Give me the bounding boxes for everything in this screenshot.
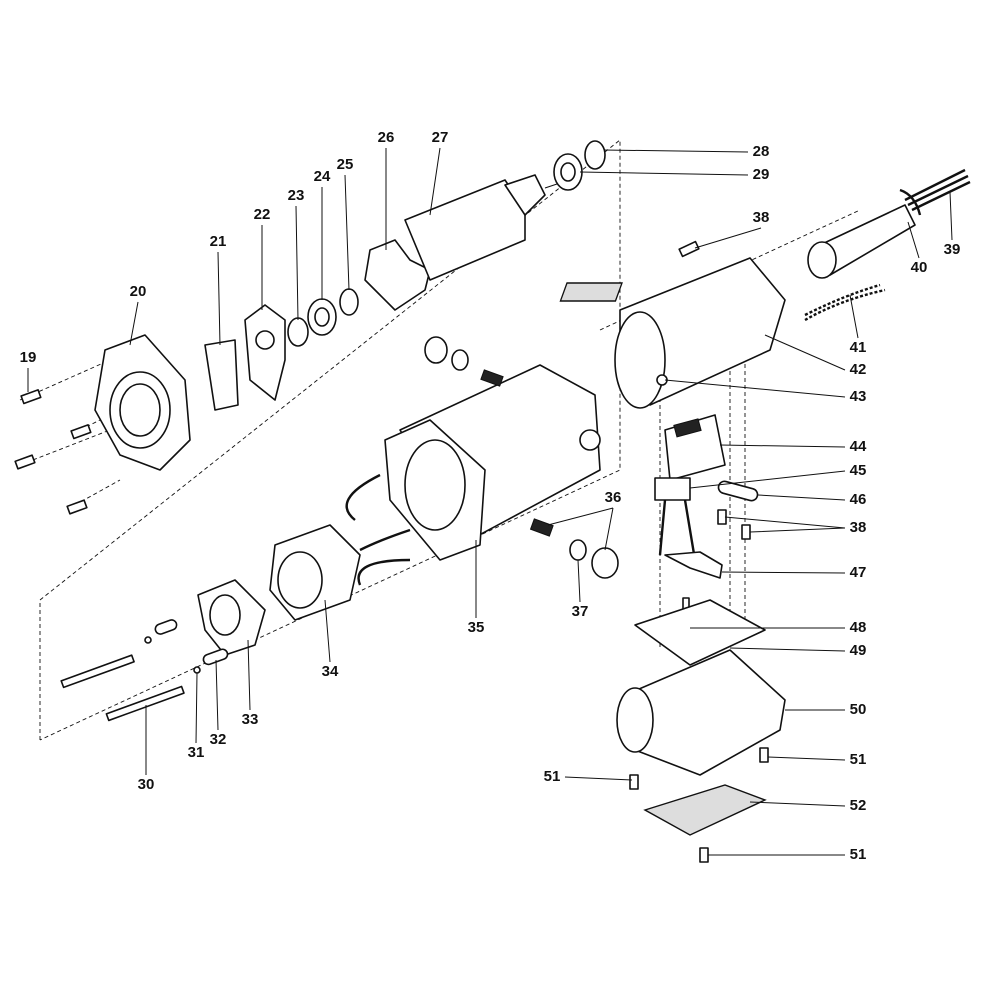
leader-lines bbox=[27, 147, 953, 856]
screw-38-top bbox=[678, 240, 700, 258]
screw-30 bbox=[60, 654, 185, 722]
callout-27: 27 bbox=[432, 129, 449, 146]
ring-23 bbox=[287, 317, 309, 347]
handle-housing-42 bbox=[559, 257, 786, 409]
stator-wires bbox=[345, 473, 411, 586]
callout-39: 39 bbox=[944, 241, 961, 258]
callout-41: 41 bbox=[850, 339, 867, 356]
washer-31 bbox=[193, 666, 201, 674]
callout-52: 52 bbox=[850, 797, 867, 814]
bushing bbox=[424, 336, 448, 364]
assembly-axis-left bbox=[39, 139, 621, 741]
screw-19 bbox=[14, 389, 92, 515]
clamp-46 bbox=[717, 480, 759, 502]
motor-housing-35 bbox=[384, 364, 601, 561]
plate-49 bbox=[634, 599, 766, 666]
screw-51-a bbox=[759, 747, 769, 763]
callout-48: 48 bbox=[850, 619, 867, 636]
callout-20: 20 bbox=[130, 283, 147, 300]
capacitor-wires bbox=[658, 499, 697, 561]
callout-31: 31 bbox=[188, 744, 205, 761]
bearing-plate-22 bbox=[244, 304, 286, 401]
callout-43: 43 bbox=[850, 388, 867, 405]
carbon-brush-36 bbox=[529, 518, 554, 537]
callout-22: 22 bbox=[254, 206, 271, 223]
callout-51-b: 51 bbox=[544, 768, 561, 785]
cable-39 bbox=[899, 168, 971, 216]
callout-25: 25 bbox=[337, 156, 354, 173]
capacitor-45 bbox=[654, 477, 691, 501]
callout-34: 34 bbox=[322, 663, 339, 680]
sleeve bbox=[154, 619, 178, 635]
brush-holder bbox=[451, 349, 469, 371]
switch-44 bbox=[664, 414, 726, 481]
callout-42: 42 bbox=[850, 361, 867, 378]
stator-34 bbox=[269, 524, 361, 621]
gasket-21 bbox=[204, 339, 239, 411]
callout-29: 29 bbox=[753, 166, 770, 183]
callout-36: 36 bbox=[605, 489, 622, 506]
base-50 bbox=[616, 649, 786, 776]
callout-50: 50 bbox=[850, 701, 867, 718]
washer bbox=[144, 636, 152, 644]
fan-26 bbox=[364, 239, 431, 311]
callout-23: 23 bbox=[288, 187, 305, 204]
callout-35: 35 bbox=[468, 619, 485, 636]
callout-40: 40 bbox=[911, 259, 928, 276]
assembly-axis-screws bbox=[19, 359, 121, 506]
callout-33: 33 bbox=[242, 711, 259, 728]
callout-51-a: 51 bbox=[850, 751, 867, 768]
callout-45: 45 bbox=[850, 462, 867, 479]
bracket-47 bbox=[664, 551, 723, 579]
end-cap-20 bbox=[94, 334, 191, 471]
callout-44: 44 bbox=[850, 438, 867, 455]
callout-28: 28 bbox=[753, 143, 770, 160]
circlip-25 bbox=[339, 288, 359, 316]
callout-38-top: 38 bbox=[753, 209, 770, 226]
callout-30: 30 bbox=[138, 776, 155, 793]
callout-46: 46 bbox=[850, 491, 867, 508]
bearing-29 bbox=[553, 153, 583, 191]
screw-51-c bbox=[699, 847, 709, 863]
brush-holder-37 bbox=[569, 539, 587, 561]
wire-41 bbox=[804, 283, 886, 322]
callout-47: 47 bbox=[850, 564, 867, 581]
screw-51-b bbox=[629, 774, 639, 790]
bearing-24 bbox=[307, 298, 337, 336]
cable-sleeve-40 bbox=[807, 204, 916, 279]
callout-37: 37 bbox=[572, 603, 589, 620]
ring-28 bbox=[584, 140, 606, 170]
armature-27 bbox=[404, 174, 561, 281]
callout-19: 19 bbox=[20, 349, 37, 366]
callout-32: 32 bbox=[210, 731, 227, 748]
carbon-brush bbox=[480, 369, 504, 387]
screw-38-b bbox=[741, 524, 751, 540]
screw-38-a bbox=[717, 509, 727, 525]
callout-26: 26 bbox=[378, 129, 395, 146]
callout-38-right: 38 bbox=[850, 519, 867, 536]
pin-32 bbox=[202, 648, 229, 666]
callout-24: 24 bbox=[314, 168, 331, 185]
callout-21: 21 bbox=[210, 233, 227, 250]
brush-bracket-33 bbox=[197, 579, 266, 656]
brush-cap-36 bbox=[591, 547, 619, 579]
callout-51-c: 51 bbox=[850, 846, 867, 863]
callout-49: 49 bbox=[850, 642, 867, 659]
bottom-plate-52 bbox=[643, 784, 767, 836]
